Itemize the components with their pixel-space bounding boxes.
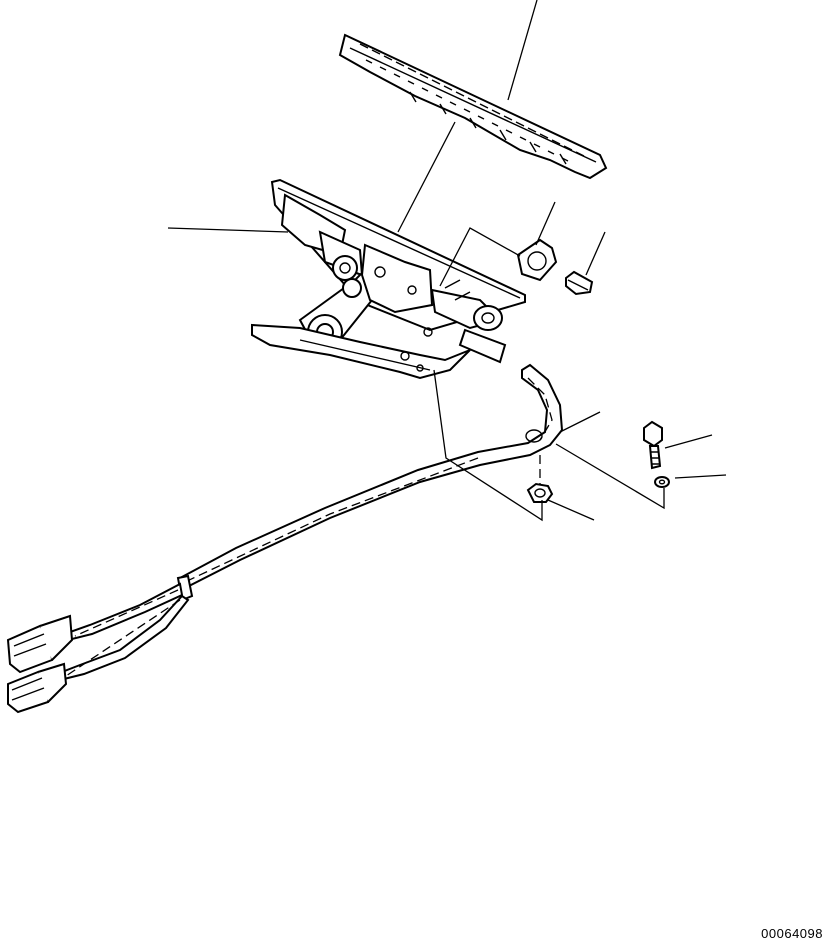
- connector-upper: [6, 614, 74, 674]
- assembly-line-bolt: [555, 411, 665, 510]
- leader-switch: [167, 227, 289, 233]
- leader-screw: [585, 231, 606, 276]
- bolt: [643, 420, 663, 470]
- leader-pedal-tread-lower: [397, 121, 456, 233]
- nut: [526, 482, 554, 503]
- wire-harness: [58, 363, 564, 682]
- assembly-line-clamp: [433, 369, 543, 522]
- leader-bolt: [664, 434, 713, 449]
- leader-washer: [674, 474, 727, 479]
- pedal-body: [251, 178, 526, 380]
- leader-pedal-tread: [507, 0, 538, 101]
- leader-cover-to-body: [439, 227, 521, 287]
- cover-ring: [516, 238, 558, 282]
- screw: [565, 270, 594, 296]
- leader-cover-ring: [535, 201, 556, 246]
- leader-nut: [547, 499, 595, 521]
- pedal-tread: [338, 33, 608, 180]
- connector-lower: [7, 662, 68, 714]
- figure-id-label: 00064098: [761, 926, 823, 941]
- washer: [654, 476, 670, 488]
